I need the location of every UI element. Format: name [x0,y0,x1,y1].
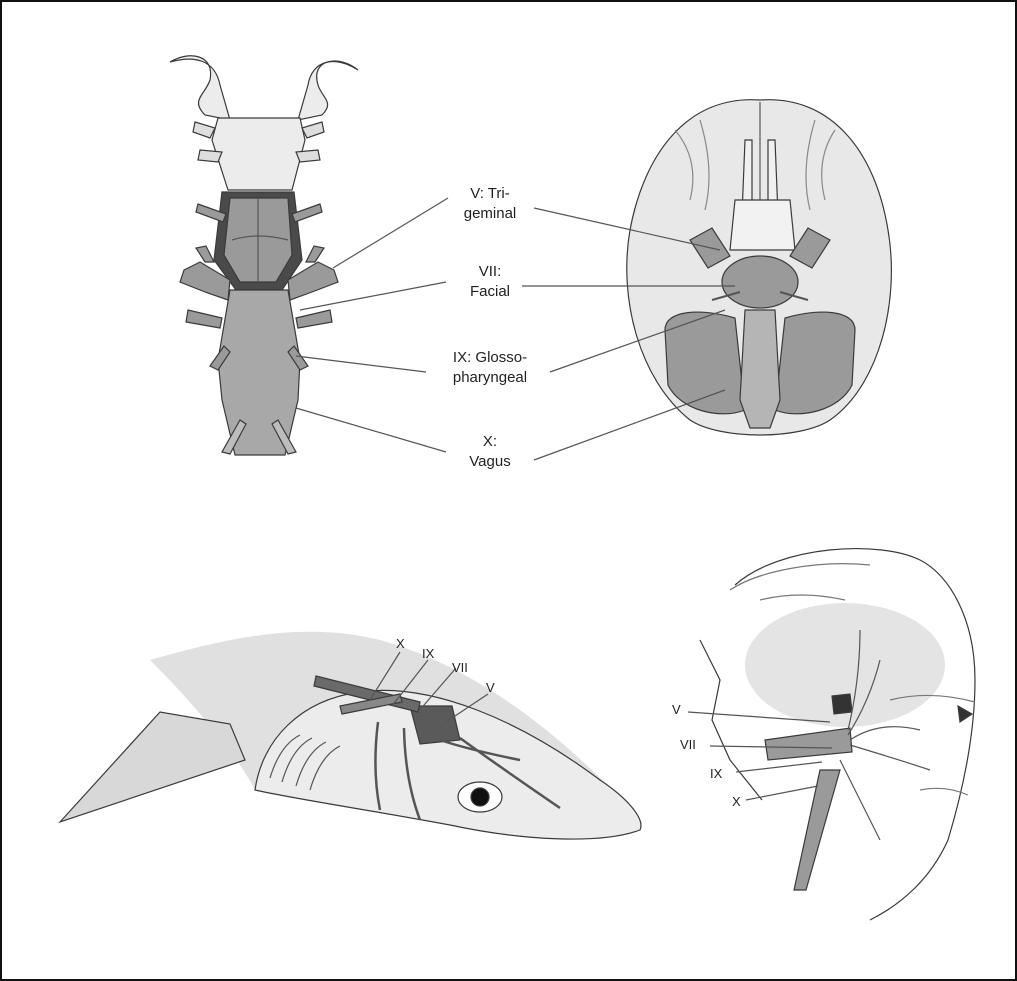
label-facial: VII: Facial [440,262,540,302]
human-label-x: X [732,792,741,812]
shark-label-x: X [396,634,405,654]
human-brain-inferior [627,100,892,435]
label-trigeminal-line2: geminal [440,204,540,224]
label-facial-line2: Facial [440,282,540,302]
label-trigeminal-line1: V: Tri- [440,184,540,204]
human-label-v: V [672,700,681,720]
label-vagus-line1: X: [440,432,540,452]
human-label-ix: IX [710,764,722,784]
shark-label-vii: VII [452,658,468,678]
human-label-vii: VII [680,735,696,755]
label-glossopharyngeal-line2: pharyngeal [420,368,560,388]
label-facial-line1: VII: [440,262,540,282]
human-head-lateral [700,549,975,920]
label-glossopharyngeal: IX: Glosso- pharyngeal [420,348,560,388]
shark-label-v: V [486,678,495,698]
label-glossopharyngeal-line1: IX: Glosso- [420,348,560,368]
label-vagus-line2: Vagus [440,452,540,472]
label-trigeminal: V: Tri- geminal [440,184,540,224]
shark-label-ix: IX [422,644,434,664]
shark-head-lateral [60,632,641,839]
label-vagus: X: Vagus [440,432,540,472]
shark-brain-dorsal [170,56,358,455]
